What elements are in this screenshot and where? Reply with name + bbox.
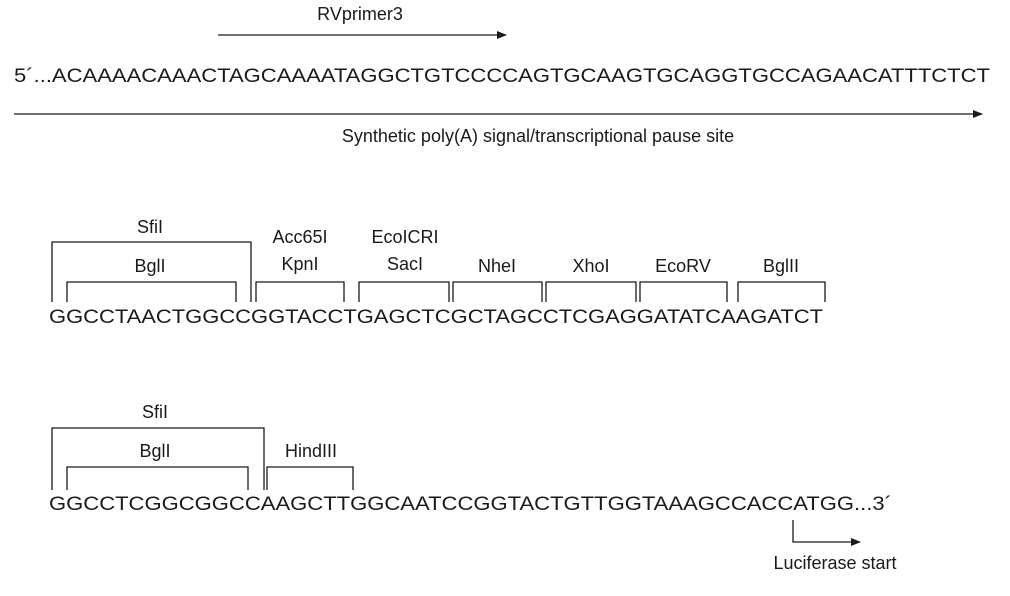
- bgll-bracket-2: [66, 466, 249, 490]
- nhei-label: NheI: [478, 256, 516, 276]
- ecorv-label: EcoRV: [655, 256, 711, 276]
- bgll-label-2: BglI: [139, 441, 170, 461]
- sfil-bracket-2: [51, 427, 265, 490]
- saci-label: SacI: [387, 254, 423, 274]
- xhoi-label: XhoI: [572, 256, 609, 276]
- top-sequence: 5´...ACAAAACAAACTAGCAAAATAGGCTGTCCCCAGTG…: [14, 66, 990, 87]
- kpni-label: KpnI: [281, 254, 318, 274]
- sfil-label-2: SfiI: [142, 402, 168, 422]
- bglii-bracket: [737, 281, 826, 302]
- nhei-bracket: [452, 281, 543, 302]
- saci-bracket: [358, 281, 450, 302]
- mcs-sequence-1: GGCCTAACTGGCCGGTACCTGAGCTCGCTAGCCTCGAGGA…: [49, 307, 823, 328]
- acc65i-label: Acc65I: [272, 227, 327, 247]
- xhoi-bracket: [545, 281, 637, 302]
- bgll-bracket: [66, 281, 237, 302]
- signal-label: Synthetic poly(A) signal/transcriptional…: [342, 126, 734, 146]
- ecoicri-label: EcoICRI: [371, 227, 438, 247]
- luciferase-start-arrow: [792, 520, 861, 546]
- sfil-label: SfiI: [137, 217, 163, 237]
- sfil-bracket: [51, 241, 252, 302]
- luciferase-start-label: Luciferase start: [773, 553, 896, 573]
- kpni-bracket: [255, 281, 345, 302]
- primer-label: RVprimer3: [317, 4, 403, 24]
- bglii-label: BglII: [763, 256, 799, 276]
- hindiii-bracket: [266, 466, 354, 490]
- hindiii-label: HindIII: [285, 441, 337, 461]
- bgll-label: BglI: [134, 256, 165, 276]
- mcs-sequence-2: GGCCTCGGCGGCCAAGCTTGGCAATCCGGTACTGTTGGTA…: [49, 494, 892, 515]
- ecorv-bracket: [639, 281, 728, 302]
